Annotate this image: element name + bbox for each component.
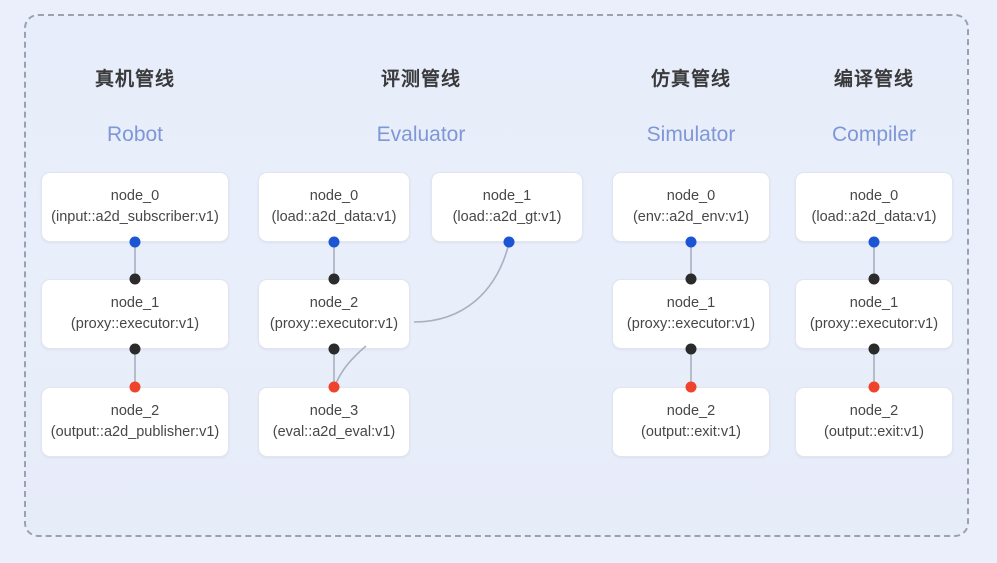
node-label-type: (output::exit:v1)	[824, 424, 924, 440]
node-evaluator-2[interactable]: node_2 (proxy::executor:v1)	[258, 279, 410, 349]
node-label-type: (eval::a2d_eval:v1)	[272, 424, 396, 440]
port-evaluator-0-out[interactable]	[328, 236, 340, 248]
node-evaluator-1-gt[interactable]: node_1 (load::a2d_gt:v1)	[431, 172, 583, 242]
node-label-type: (proxy::executor:v1)	[70, 316, 200, 332]
port-simulator-1-out[interactable]	[685, 343, 697, 355]
node-label-name: node_2	[309, 294, 359, 311]
port-compiler-0-out[interactable]	[868, 236, 880, 248]
node-label-type: (proxy::executor:v1)	[809, 316, 939, 332]
node-label-name: node_0	[309, 187, 359, 204]
node-label-name: node_1	[482, 187, 532, 204]
column-subtitle-simulator: Simulator	[646, 123, 736, 146]
port-simulator-2-in[interactable]	[685, 381, 697, 393]
node-label-name: node_1	[666, 294, 716, 311]
node-simulator-2[interactable]: node_2 (output::exit:v1)	[612, 387, 770, 457]
node-evaluator-3[interactable]: node_3 (eval::a2d_eval:v1)	[258, 387, 410, 457]
node-simulator-0[interactable]: node_0 (env::a2d_env:v1)	[612, 172, 770, 242]
port-robot-0-out[interactable]	[129, 236, 141, 248]
column-title-robot: 真机管线	[94, 69, 175, 90]
node-compiler-0[interactable]: node_0 (load::a2d_data:v1)	[795, 172, 953, 242]
node-label-type: (load::a2d_gt:v1)	[452, 209, 562, 225]
column-title-evaluator: 评测管线	[380, 69, 461, 90]
node-label-type: (output::exit:v1)	[641, 424, 741, 440]
column-title-simulator: 仿真管线	[650, 69, 731, 90]
node-label-name: node_0	[849, 187, 899, 204]
node-label-name: node_2	[666, 402, 716, 419]
port-evaluator-3-in[interactable]	[328, 381, 340, 393]
node-compiler-1[interactable]: node_1 (proxy::executor:v1)	[795, 279, 953, 349]
node-label-type: (env::a2d_env:v1)	[632, 209, 750, 225]
node-robot-2[interactable]: node_2 (output::a2d_publisher:v1)	[41, 387, 229, 457]
node-label-name: node_1	[849, 294, 899, 311]
port-evaluator-2-in[interactable]	[328, 273, 340, 285]
node-label-name: node_3	[309, 402, 359, 419]
port-compiler-1-out[interactable]	[868, 343, 880, 355]
node-robot-0[interactable]: node_0 (input::a2d_subscriber:v1)	[41, 172, 229, 242]
node-label-type: (proxy::executor:v1)	[269, 316, 399, 332]
column-subtitle-compiler: Compiler	[831, 123, 917, 146]
port-simulator-0-out[interactable]	[685, 236, 697, 248]
node-label-type: (load::a2d_data:v1)	[271, 209, 397, 225]
port-robot-2-in[interactable]	[129, 381, 141, 393]
node-robot-1[interactable]: node_1 (proxy::executor:v1)	[41, 279, 229, 349]
node-label-name: node_0	[110, 187, 160, 204]
node-evaluator-0[interactable]: node_0 (load::a2d_data:v1)	[258, 172, 410, 242]
node-label-type: (input::a2d_subscriber:v1)	[51, 209, 219, 225]
port-compiler-2-in[interactable]	[868, 381, 880, 393]
column-title-compiler: 编译管线	[833, 69, 914, 90]
node-label-name: node_2	[849, 402, 899, 419]
port-evaluator-2-out[interactable]	[328, 343, 340, 355]
column-subtitle-evaluator: Evaluator	[376, 123, 466, 146]
node-label-name: node_0	[666, 187, 716, 204]
node-compiler-2[interactable]: node_2 (output::exit:v1)	[795, 387, 953, 457]
port-robot-1-in[interactable]	[129, 273, 141, 285]
port-robot-1-out[interactable]	[129, 343, 141, 355]
node-simulator-1[interactable]: node_1 (proxy::executor:v1)	[612, 279, 770, 349]
node-label-type: (proxy::executor:v1)	[626, 316, 756, 332]
port-evaluator-1-out[interactable]	[503, 236, 515, 248]
node-label-name: node_1	[110, 294, 160, 311]
column-subtitle-robot: Robot	[106, 123, 164, 146]
dashed-frame-border	[24, 14, 969, 537]
node-label-type: (load::a2d_data:v1)	[811, 209, 937, 225]
port-simulator-1-in[interactable]	[685, 273, 697, 285]
port-compiler-1-in[interactable]	[868, 273, 880, 285]
node-label-type: (output::a2d_publisher:v1)	[50, 424, 220, 440]
node-label-name: node_2	[110, 402, 160, 419]
